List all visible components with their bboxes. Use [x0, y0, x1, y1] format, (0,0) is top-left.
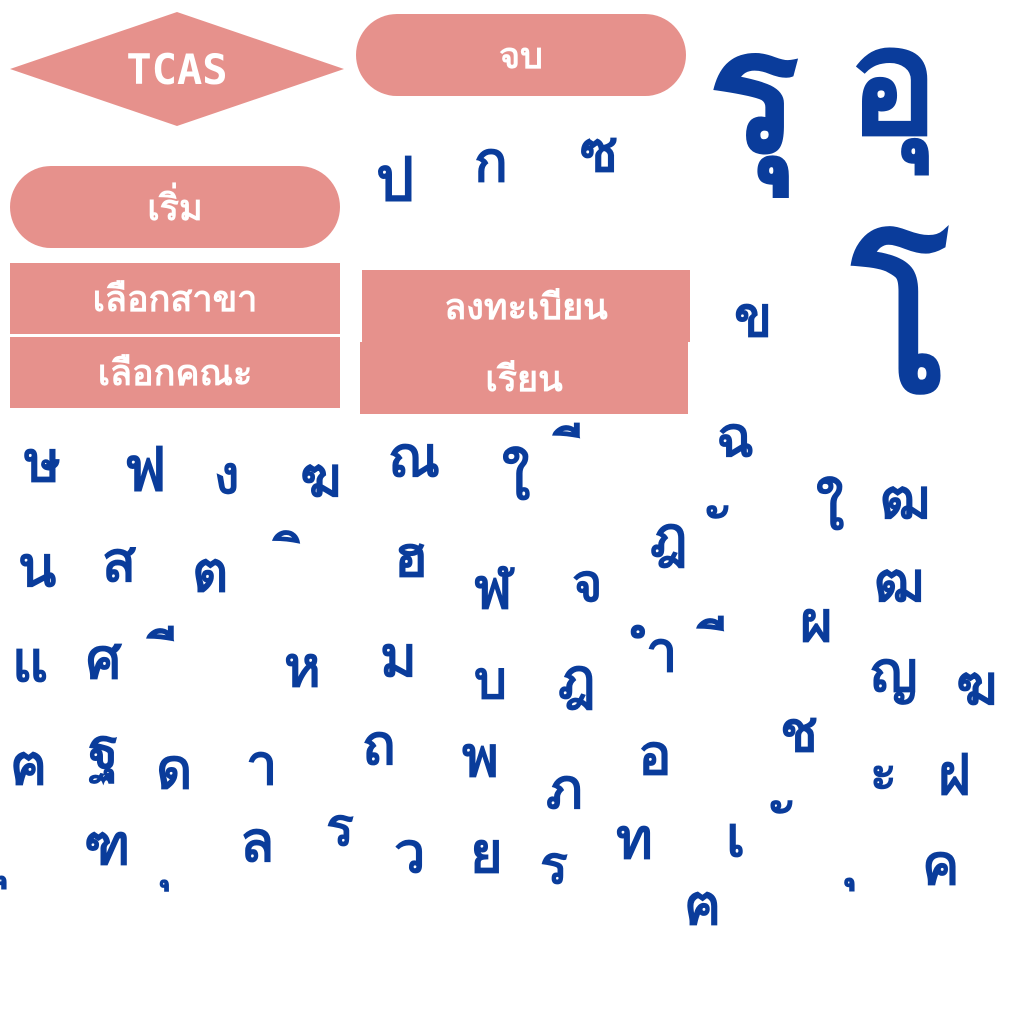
study-box[interactable]: เรียน [360, 342, 688, 414]
glyph-tile[interactable]: ฅ [10, 733, 48, 798]
glyph-tile[interactable]: อ [638, 723, 672, 788]
glyph-tile[interactable]: ย [470, 821, 503, 886]
glyph-tile[interactable]: ใ [816, 475, 845, 543]
start-terminal[interactable]: เริ่ม [10, 166, 340, 248]
glyph-tile[interactable]: ะ [870, 744, 897, 802]
glyph-tile[interactable]: ฝ [938, 743, 971, 808]
glyph-tile[interactable]: า [246, 733, 278, 798]
glyph-tile[interactable]: ฆ [300, 445, 342, 510]
glyph-tile[interactable]: ว [394, 821, 426, 886]
glyph-tile[interactable]: โ [852, 225, 949, 434]
glyph-tile[interactable]: ฒ [880, 467, 931, 532]
glyph-tile[interactable]: ข [734, 285, 773, 350]
glyph-tile[interactable]: แ [12, 630, 49, 695]
glyph-tile[interactable]: น [18, 535, 57, 600]
glyph-tile[interactable]: ฒ [874, 550, 925, 615]
choose-branch-box[interactable]: เลือกสาขา [10, 263, 340, 334]
glyph-tile[interactable]: ษ [24, 430, 61, 495]
glyph-tile[interactable]: ฬ [474, 557, 513, 622]
glyph-tile[interactable]: ณ [388, 425, 440, 490]
glyph-tile[interactable]: รุ [708, 0, 800, 192]
glyph-tile[interactable]: ซ [580, 120, 619, 185]
glyph-tile[interactable]: ป [376, 145, 415, 215]
glyph-tile[interactable]: ด [156, 737, 193, 802]
glyph-tile[interactable]: ง [214, 446, 240, 506]
glyph-tile[interactable]: ห [284, 635, 321, 700]
glyph-tile[interactable]: ฅ [684, 873, 722, 938]
glyph-tile[interactable]: ฐ [88, 717, 119, 782]
glyph-tile[interactable]: ถ [362, 713, 396, 778]
glyph-tile[interactable]: ศ [86, 627, 122, 692]
tcas-diamond[interactable]: TCAS [10, 12, 344, 126]
glyph-tile[interactable]: ฎ [558, 647, 596, 712]
glyph-tile[interactable]: ใ [502, 445, 531, 513]
glyph-tile[interactable]: พ [462, 725, 499, 790]
glyph-tile[interactable]: ก [474, 130, 508, 195]
glyph-tile[interactable]: ร [540, 836, 568, 896]
tcas-label: TCAS [126, 44, 228, 94]
register-box[interactable]: ลงทะเบียน [362, 270, 690, 342]
glyph-tile[interactable]: ล [240, 810, 275, 875]
glyph-tile[interactable]: ม [380, 625, 417, 690]
glyph-tile[interactable]: ฮ [394, 525, 429, 590]
choose-faculty-box[interactable]: เลือกคณะ [10, 337, 340, 408]
glyph-tile[interactable]: ญ [870, 640, 918, 705]
glyph-tile[interactable]: ฉ [716, 405, 755, 470]
glyph-tile[interactable]: ผ [800, 590, 833, 655]
glyph-tile[interactable]: ส [102, 530, 137, 595]
diamond-shape [10, 12, 344, 126]
glyph-tile[interactable]: ฟ [124, 435, 167, 505]
glyph-tile[interactable]: อุ [848, 0, 939, 170]
glyph-tile[interactable]: ฑ [84, 813, 131, 878]
glyph-tile[interactable]: ฆ [956, 653, 998, 718]
glyph-tile[interactable]: ช [780, 700, 819, 765]
end-terminal[interactable]: จบ [356, 14, 686, 96]
glyph-tile[interactable]: ร [326, 798, 354, 858]
glyph-tile[interactable]: เ [726, 805, 746, 870]
glyph-tile[interactable]: จ [572, 554, 603, 614]
glyph-tile[interactable]: ภ [546, 757, 583, 822]
glyph-tile[interactable]: ต [192, 540, 229, 605]
glyph-tile[interactable]: ฎ [650, 505, 688, 570]
glyph-tile[interactable]: ำ [646, 620, 678, 685]
glyph-tile[interactable]: บ [474, 651, 508, 711]
glyph-tile[interactable]: ค [922, 833, 960, 898]
glyph-tile[interactable]: ท [616, 807, 653, 872]
